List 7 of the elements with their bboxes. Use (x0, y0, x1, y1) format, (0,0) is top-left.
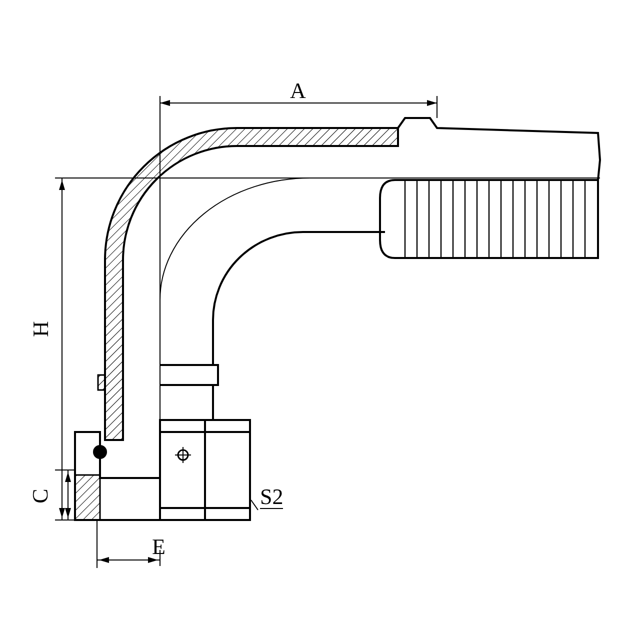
swivel-nut-drawing (159, 419, 251, 521)
dimension-label: A (290, 80, 306, 102)
dimension-label: H (30, 321, 52, 337)
callout-label: S2 (260, 486, 284, 509)
leader-line (250, 500, 258, 510)
dimension-label: C (29, 488, 52, 504)
dimension-label: E (152, 536, 166, 558)
